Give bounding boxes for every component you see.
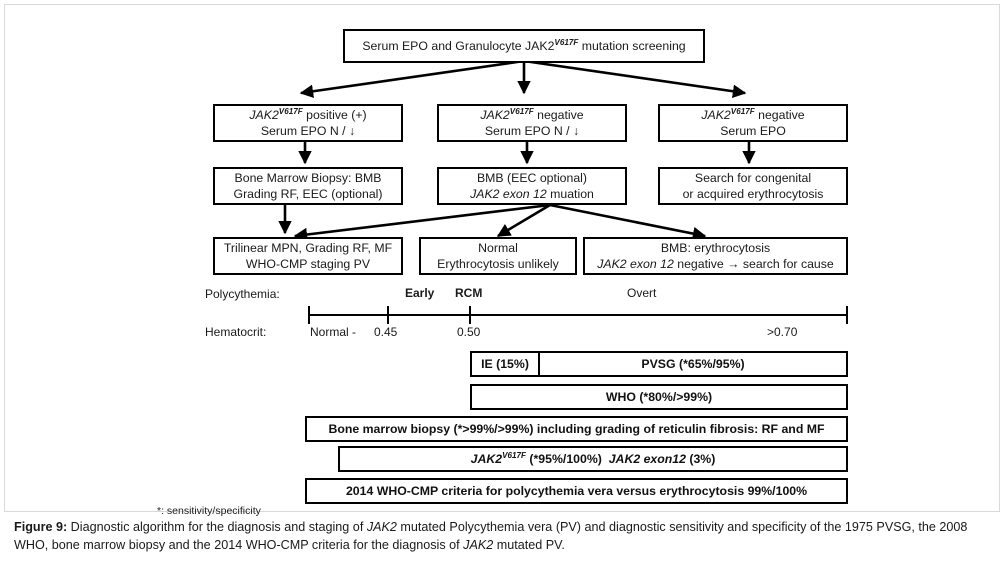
ie-cell: IE (15%) — [472, 353, 540, 375]
node-bmb-erythrocytosis: BMB: erythrocytosis JAK2 exon 12 negativ… — [583, 237, 848, 275]
arrow-r2c2-to-r3c2 — [496, 203, 551, 238]
node-bmb-erythrocytosis-line1: BMB: erythrocytosis — [660, 240, 771, 255]
node-jak2-positive-line1: JAK2V617F positive (+) — [249, 106, 367, 122]
scale-tick-label-050: 0.50 — [457, 325, 481, 339]
node-trilinear-mpn-line1: Trilinear MPN, Grading RF, MF — [223, 240, 393, 255]
node-jak2-negative-epo-normal-line1: JAK2V617F negative — [701, 106, 805, 122]
who-cmp-2014-bar: 2014 WHO-CMP criteria for polycythemia v… — [305, 478, 848, 504]
node-normal-line2: Erythrocytosis unlikely — [437, 257, 559, 271]
arrow-r2c2-to-r3c1 — [293, 203, 551, 242]
node-bone-marrow-biopsy: Bone Marrow Biopsy: BMB Grading RF, EEC … — [213, 167, 403, 205]
node-root-text: Serum EPO and Granulocyte JAK2V617F muta… — [362, 37, 686, 53]
flowchart-connectors — [278, 59, 848, 324]
node-bmb-eec-optional-line1: BMB (EEC optional) — [476, 170, 588, 185]
figure-frame: Serum EPO and Granulocyte JAK2V617F muta… — [4, 4, 1000, 517]
scale-stage-rcm: RCM — [455, 286, 483, 300]
node-search-congenital-line1: Search for congenital — [694, 170, 812, 185]
node-jak2-negative-epo-normal: JAK2V617F negative Serum EPO — [658, 104, 848, 142]
arrow-r2c2-to-r3c3 — [549, 203, 707, 241]
node-bone-marrow-biopsy-line2: Grading RF, EEC (optional) — [233, 187, 383, 201]
node-normal-line1: Normal — [478, 240, 518, 255]
scale-stage-overt: Overt — [627, 286, 657, 300]
arrow-root-to-left — [299, 59, 525, 98]
node-trilinear-mpn: Trilinear MPN, Grading RF, MF WHO-CMP st… — [213, 237, 403, 275]
scale-tick-label-070: >0.70 — [767, 325, 798, 339]
scale-label-hematocrit: Hematocrit: — [205, 325, 267, 339]
node-jak2-negative-epo-low-line1: JAK2V617F negative — [480, 106, 584, 122]
node-normal-erythrocytosis-unlikely: Normal Erythrocytosis unlikely — [419, 237, 577, 275]
hematocrit-axis — [308, 306, 848, 324]
who-bar: WHO (*80%/>99%) — [470, 384, 848, 410]
figure-caption-text: Diagnostic algorithm for the diagnosis a… — [14, 520, 968, 553]
scale-tick-label-normal: Normal - — [310, 325, 357, 339]
scale-stage-early: Early — [405, 286, 435, 300]
jak2-bar-text: JAK2V617F (*95%/100%) JAK2 exon12 (3%) — [470, 451, 716, 467]
figure-caption: Figure 9: Diagnostic algorithm for the d… — [14, 518, 990, 555]
ie-pvsg-bar: IE (15%) PVSG (*65%/95%) — [470, 351, 848, 377]
node-jak2-negative-epo-low: JAK2V617F negative Serum EPO N / ↓ — [437, 104, 627, 142]
node-bmb-erythrocytosis-line2: JAK2 exon 12 negative → search for cause — [597, 257, 834, 271]
node-root: Serum EPO and Granulocyte JAK2V617F muta… — [343, 29, 705, 63]
pvsg-cell: PVSG (*65%/95%) — [641, 357, 745, 371]
node-jak2-negative-epo-normal-line2: Serum EPO — [720, 124, 786, 139]
node-bmb-eec-optional: BMB (EEC optional) JAK2 exon 12 muation — [437, 167, 627, 205]
node-search-congenital: Search for congenital or acquired erythr… — [658, 167, 848, 205]
figure-caption-label: Figure 9: — [14, 520, 68, 534]
bone-marrow-biopsy-bar: Bone marrow biopsy (*>99%/>99%) includin… — [305, 416, 848, 442]
jak2-bar: JAK2V617F (*95%/100%) JAK2 exon12 (3%) — [338, 446, 848, 472]
scale-label-polycythemia: Polycythemia: — [205, 287, 280, 301]
figure-footnote: *: sensitivity/specificity — [157, 505, 261, 517]
node-jak2-positive: JAK2V617F positive (+) Serum EPO N / ↓ — [213, 104, 403, 142]
arrow-root-to-right — [523, 59, 747, 98]
node-jak2-negative-epo-low-line2: Serum EPO N / ↓ — [484, 124, 580, 139]
node-search-congenital-line2: or acquired erythrocytosis — [682, 187, 824, 201]
node-bone-marrow-biopsy-line1: Bone Marrow Biopsy: BMB — [234, 170, 382, 185]
node-bmb-eec-optional-line2: JAK2 exon 12 muation — [470, 187, 594, 201]
node-jak2-positive-line2: Serum EPO N / ↓ — [260, 124, 356, 139]
node-trilinear-mpn-line2: WHO-CMP staging PV — [245, 257, 371, 271]
scale-tick-label-045: 0.45 — [374, 325, 398, 339]
